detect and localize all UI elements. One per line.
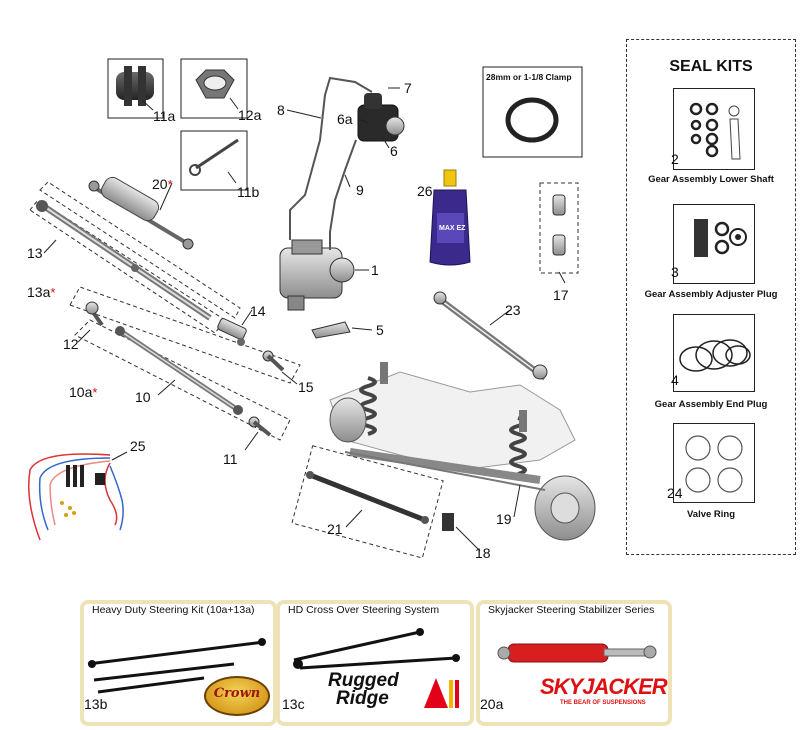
- power-steering-pump-6[interactable]: [357, 93, 405, 142]
- callout-14: 14: [250, 303, 266, 319]
- clamp-label: 28mm or 1-1/8 Clamp: [486, 72, 572, 82]
- callout-13: 13: [27, 245, 43, 261]
- kit-hd-cross-over[interactable]: HD Cross Over Steering System Rugged Rid…: [276, 600, 474, 726]
- seal-kit-caption: Gear Assembly Lower Shaft: [648, 174, 774, 185]
- seal-kit-caption: Gear Assembly Adjuster Plug: [644, 289, 778, 300]
- kit-cross-over-image: [293, 628, 460, 670]
- seal-kits-title: SEAL KITS: [669, 58, 753, 75]
- callout-23: 23: [505, 302, 521, 318]
- callout-25: 25: [130, 438, 146, 454]
- skyjacker-logo: SKYJACKER: [540, 674, 668, 699]
- track-bar-21[interactable]: [306, 471, 429, 524]
- callout-10a: 10a*: [69, 384, 98, 400]
- kit-title: Skyjacker Steering Stabilizer Series: [488, 604, 655, 616]
- callout-17: 17: [553, 287, 569, 303]
- pitman-arm-5[interactable]: [311, 321, 351, 339]
- steering-stabilizer-20[interactable]: [88, 174, 194, 250]
- callout-1: 1: [371, 262, 379, 278]
- seal-kit-number: 3: [671, 264, 679, 280]
- callout-11: 11: [223, 451, 238, 467]
- rugged-ridge-logo-line2: Ridge: [336, 688, 389, 709]
- tie-rod-end-12[interactable]: [85, 301, 104, 327]
- callout-7: 7: [404, 80, 412, 96]
- seal-kit-lower-shaft-image: [689, 102, 741, 160]
- callout-5: 5: [376, 322, 384, 338]
- callout-9: 9: [356, 182, 364, 198]
- new-part-marker: *: [50, 285, 56, 300]
- pressure-hose-8[interactable]: [289, 76, 373, 240]
- cotter-pin-part-11b[interactable]: [180, 130, 248, 191]
- crown-logo: Crown: [204, 676, 270, 716]
- fluid-bottle-label: MAX EZ: [439, 225, 466, 232]
- new-part-marker: *: [167, 177, 173, 192]
- callout-20: 20*: [152, 176, 173, 192]
- front-axle-assembly-19[interactable]: [329, 362, 596, 541]
- callout-13a: 13a*: [27, 284, 56, 300]
- seal-kit-number: 24: [667, 485, 683, 501]
- kit-number: 13c: [282, 696, 305, 712]
- wiring-harness-25[interactable]: [28, 453, 124, 541]
- seal-kit-number: 2: [671, 151, 679, 167]
- seal-kit-number: 4: [671, 372, 679, 388]
- seal-kit-end-plug[interactable]: [673, 314, 755, 392]
- seal-kit-valve-ring[interactable]: [673, 423, 755, 503]
- callout-12a: 12a: [238, 107, 262, 123]
- callout-6a: 6a: [337, 111, 353, 127]
- callout-21: 21: [327, 521, 343, 537]
- steering-shaft-23[interactable]: [433, 291, 548, 381]
- kit-heavy-duty-steering[interactable]: Heavy Duty Steering Kit (10a+13a) Crown …: [80, 600, 277, 726]
- ball-joint-17[interactable]: [552, 194, 566, 256]
- callout-19: 19: [496, 511, 512, 527]
- seal-kit-caption: Gear Assembly End Plug: [654, 399, 768, 410]
- kit-number: 13b: [84, 696, 108, 712]
- seal-kit-adjuster-plug-image: [694, 219, 747, 257]
- seal-kit-adjuster-plug[interactable]: [673, 204, 755, 284]
- seal-kit-caption: Valve Ring: [686, 509, 736, 520]
- kit-title: Heavy Duty Steering Kit (10a+13a): [92, 604, 255, 616]
- callout-12: 12: [63, 336, 79, 352]
- adjusting-sleeve-14[interactable]: [217, 318, 247, 346]
- callout-15: 15: [298, 379, 314, 395]
- rugged-ridge-logo-line1: Rugged: [328, 670, 399, 691]
- seal-kit-end-plug-image: [679, 339, 751, 372]
- callout-8: 8: [277, 102, 285, 118]
- kit-number: 20a: [480, 696, 504, 712]
- kit-skyjacker-stabilizer[interactable]: Skyjacker Steering Stabilizer Series SKY…: [476, 600, 672, 726]
- tie-rod-end-15[interactable]: [262, 350, 285, 372]
- callout-26: 26: [417, 183, 433, 199]
- rugged-ridge-emblem: [424, 678, 459, 708]
- callout-18: 18: [475, 545, 491, 561]
- drag-link-13[interactable]: [36, 200, 212, 321]
- skyjacker-tagline: THE BEAR OF SUSPENSIONS: [560, 700, 646, 706]
- callout-11b: 11b: [237, 184, 260, 200]
- track-bar-bracket-18[interactable]: [442, 513, 454, 531]
- callout-10: 10: [135, 389, 151, 405]
- callout-6: 6: [390, 143, 398, 159]
- steering-fluid-bottle-26[interactable]: [429, 169, 471, 266]
- return-hose-9[interactable]: [329, 139, 357, 250]
- callout-11a: 11a: [153, 108, 176, 124]
- seal-kits-panel: SEAL KITS 2 Gear Assembly Lower Shaft 3 …: [626, 39, 796, 555]
- steering-gear-box-1[interactable]: [279, 239, 355, 311]
- tie-rod-end-11[interactable]: [248, 416, 272, 437]
- tie-rod-10[interactable]: [115, 326, 243, 415]
- kit-heavy-duty-image: [87, 638, 266, 694]
- seal-kit-valve-ring-image: [685, 435, 743, 493]
- bushing-part-11a[interactable]: [107, 58, 164, 119]
- seal-kit-lower-shaft[interactable]: [673, 88, 755, 170]
- hose-clamp[interactable]: [482, 66, 583, 158]
- kit-title: HD Cross Over Steering System: [288, 604, 440, 616]
- skyjacker-stabilizer-image: [497, 643, 657, 663]
- jam-nut-part-12a[interactable]: [180, 58, 248, 119]
- new-part-marker: *: [92, 385, 98, 400]
